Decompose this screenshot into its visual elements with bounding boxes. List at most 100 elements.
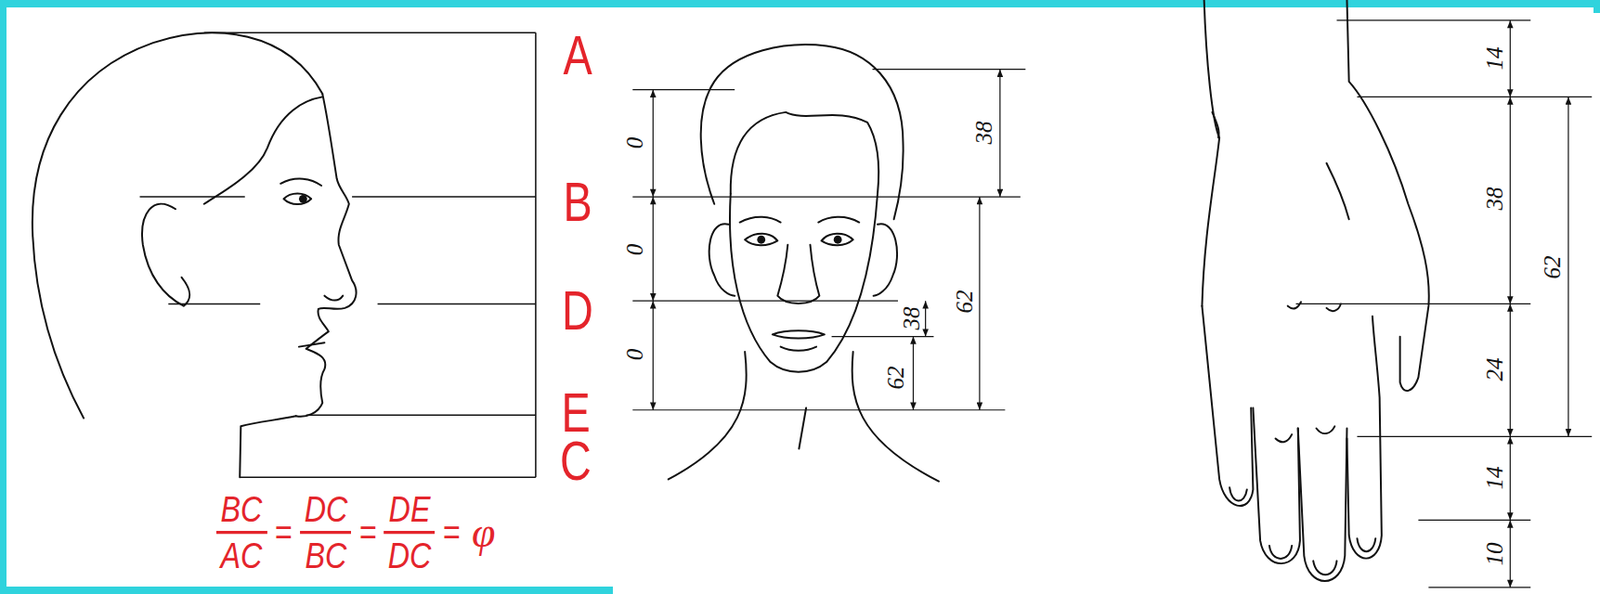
finger xyxy=(1298,429,1348,583)
formula-term: = xyxy=(358,515,377,551)
knuckle xyxy=(1326,303,1341,312)
knuckle xyxy=(1275,434,1293,443)
dimension-number: 62 xyxy=(952,290,976,314)
reference-line xyxy=(377,303,536,306)
extension-line xyxy=(832,336,935,338)
fingernail xyxy=(1269,546,1292,560)
neck xyxy=(668,351,747,480)
nostril xyxy=(324,296,343,301)
pupil xyxy=(833,235,843,245)
hand-outline xyxy=(1201,0,1220,307)
extension-line xyxy=(632,89,735,91)
finger xyxy=(1252,408,1301,565)
finger xyxy=(1201,306,1253,507)
dimension-line xyxy=(1509,520,1511,588)
dimension-line xyxy=(1509,20,1511,97)
face-profile xyxy=(296,93,357,417)
dimension-line xyxy=(1509,96,1511,304)
dimension-line xyxy=(999,69,1001,197)
dimension-number: 0 xyxy=(623,349,647,362)
dimension-line xyxy=(924,300,926,337)
hairline xyxy=(730,112,879,195)
formula-term: DC xyxy=(387,538,431,574)
plane-letter: A xyxy=(562,27,592,84)
neck xyxy=(852,351,939,482)
extension-line xyxy=(632,300,898,302)
fraction-bar xyxy=(216,531,268,534)
dimension-number: 62 xyxy=(1540,255,1564,279)
dimension-number: 62 xyxy=(883,365,907,390)
formula-term: DE xyxy=(388,492,430,528)
fraction-bar xyxy=(299,531,352,534)
mouth xyxy=(299,342,325,347)
ear xyxy=(142,204,190,307)
dimension-line xyxy=(1567,96,1569,437)
nose xyxy=(777,245,820,304)
reference-line xyxy=(239,476,536,479)
frame-band xyxy=(0,0,1600,8)
reference-line xyxy=(204,31,536,34)
head-outline xyxy=(32,32,323,418)
extension-line xyxy=(1296,303,1532,305)
extension-line xyxy=(1356,436,1592,438)
hairline xyxy=(204,96,323,204)
dimension-number: 0 xyxy=(623,244,647,257)
reference-line xyxy=(534,32,537,478)
fingernail xyxy=(1356,538,1376,552)
reference-line xyxy=(168,303,261,306)
dimension-line xyxy=(978,196,980,411)
eye xyxy=(283,194,312,206)
reference-line xyxy=(306,414,536,417)
formula-term: = xyxy=(442,515,460,551)
brow xyxy=(740,217,781,223)
extension-line xyxy=(1428,586,1531,588)
dimension-line xyxy=(652,300,654,411)
dimension-line xyxy=(652,90,654,197)
eye xyxy=(744,234,778,246)
brow xyxy=(818,217,859,223)
extension-line xyxy=(1417,520,1531,521)
reference-line xyxy=(351,195,536,198)
finger xyxy=(1346,316,1381,560)
fingernail xyxy=(1313,560,1337,575)
formula-term: DC xyxy=(303,492,348,528)
ear xyxy=(873,223,898,296)
plane-letter: B xyxy=(562,174,592,231)
pupil xyxy=(756,235,766,245)
frame-band xyxy=(0,0,7,594)
extension-line xyxy=(1356,96,1592,98)
ear xyxy=(709,223,736,296)
frame-band xyxy=(1593,0,1600,14)
extension-line xyxy=(632,409,1005,411)
jaw-neck xyxy=(239,416,296,478)
formula-term: BC xyxy=(221,492,263,528)
dimension-line xyxy=(652,196,654,301)
extension-line xyxy=(1336,19,1531,21)
formula-term: AC xyxy=(221,538,263,574)
frame-band xyxy=(0,586,613,594)
extension-line xyxy=(632,195,1021,197)
hand-outline xyxy=(1346,0,1429,391)
reference-line xyxy=(140,195,246,198)
dimension-line xyxy=(912,337,914,411)
extension-line xyxy=(872,68,1027,70)
dimension-number: 14 xyxy=(1482,46,1506,70)
fraction-bar xyxy=(383,531,435,534)
dimension-number: 14 xyxy=(1482,467,1506,491)
dimension-number: 10 xyxy=(1482,542,1506,566)
dimension-number: 38 xyxy=(899,306,924,330)
dimension-number: 38 xyxy=(972,120,996,144)
lip xyxy=(780,347,817,352)
pupil xyxy=(299,195,308,204)
knuckle xyxy=(1287,301,1301,309)
brow xyxy=(280,179,322,186)
fingernail xyxy=(1229,487,1248,501)
knuckle xyxy=(1316,426,1336,434)
mouth xyxy=(772,330,825,339)
tendon xyxy=(1326,163,1350,220)
formula-term: φ xyxy=(471,511,495,555)
dimension-line xyxy=(1509,303,1511,437)
dimension-line xyxy=(1509,436,1511,521)
wrist-mark xyxy=(1211,112,1219,138)
